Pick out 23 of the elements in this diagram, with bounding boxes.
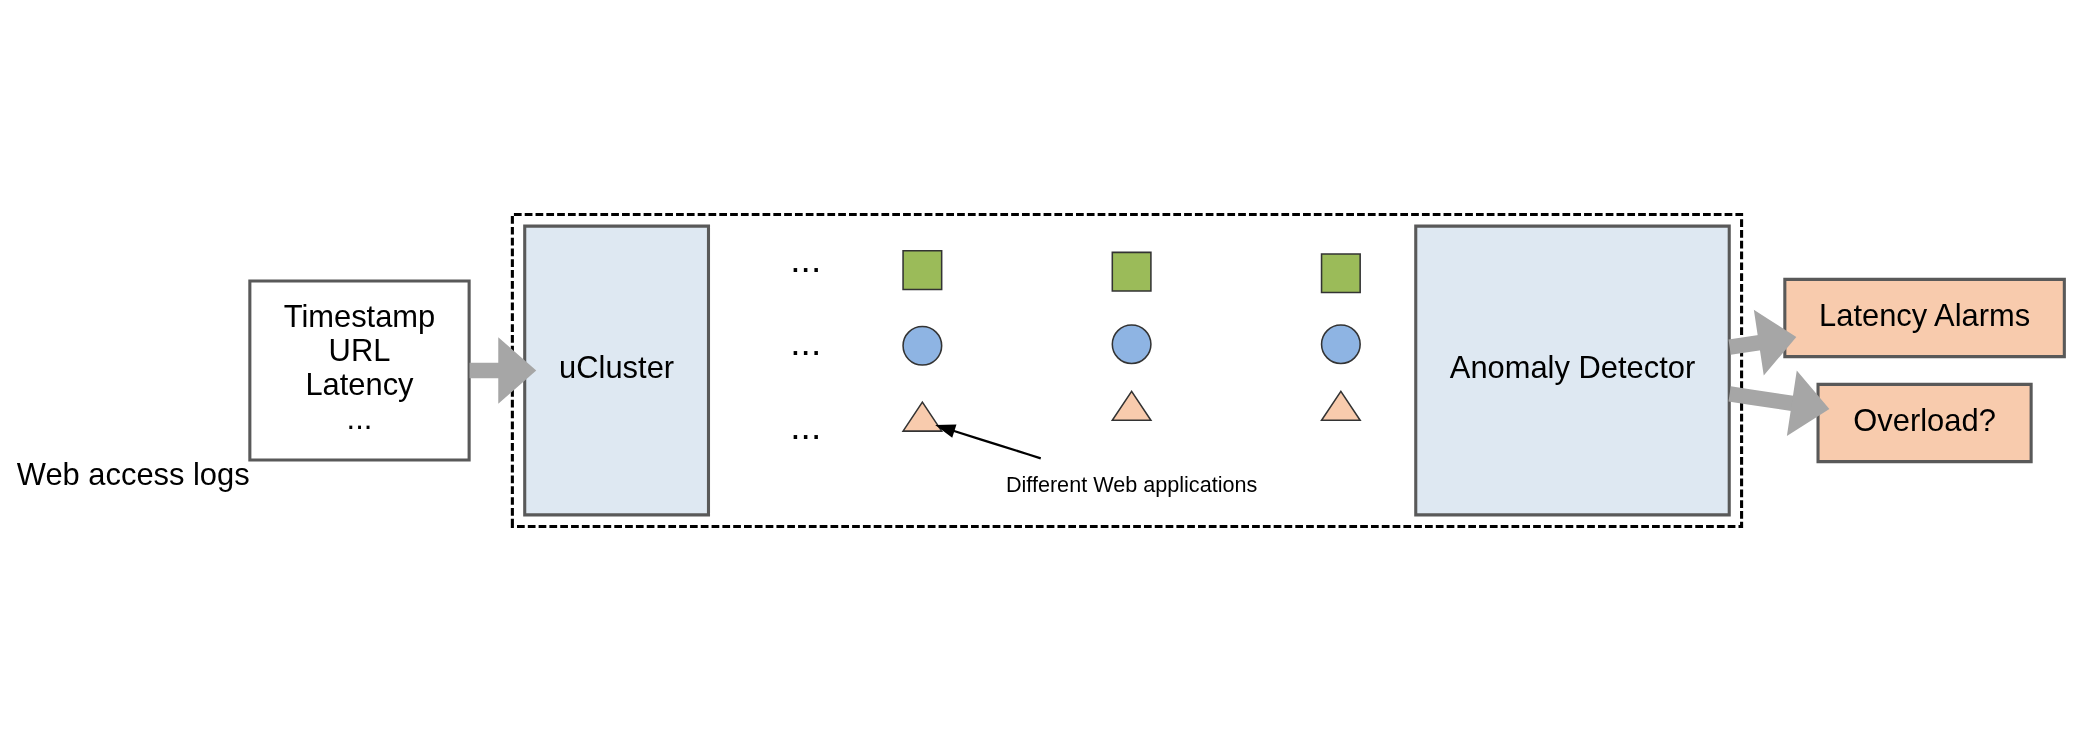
- node-box: Timestamp URL Latency ...: [248, 278, 471, 462]
- node-triangle: [901, 400, 944, 432]
- node-box: Latency Alarms: [1783, 277, 2066, 358]
- arrow: [1728, 309, 1797, 376]
- node-triangle: [1320, 389, 1362, 421]
- label: ...: [790, 237, 822, 280]
- node-circle: [902, 325, 943, 366]
- node-box: Anomaly Detector: [1414, 224, 1731, 516]
- arrow: [935, 423, 1042, 459]
- node-triangle: [1110, 389, 1153, 421]
- node-box: uCluster: [523, 224, 711, 516]
- arrow: [469, 336, 537, 404]
- node-box: Overload?: [1816, 382, 2033, 463]
- label: ...: [790, 320, 822, 363]
- label: ...: [790, 404, 822, 447]
- node-circle: [1111, 323, 1152, 364]
- cluster: [510, 212, 1744, 528]
- node-label: Web access logs: [16, 456, 250, 492]
- node-text: Different Web applications: [1005, 471, 1258, 497]
- node-box: [1111, 251, 1152, 292]
- node-circle: [1320, 323, 1361, 364]
- node-box: [1320, 252, 1361, 293]
- node-box: [902, 249, 943, 290]
